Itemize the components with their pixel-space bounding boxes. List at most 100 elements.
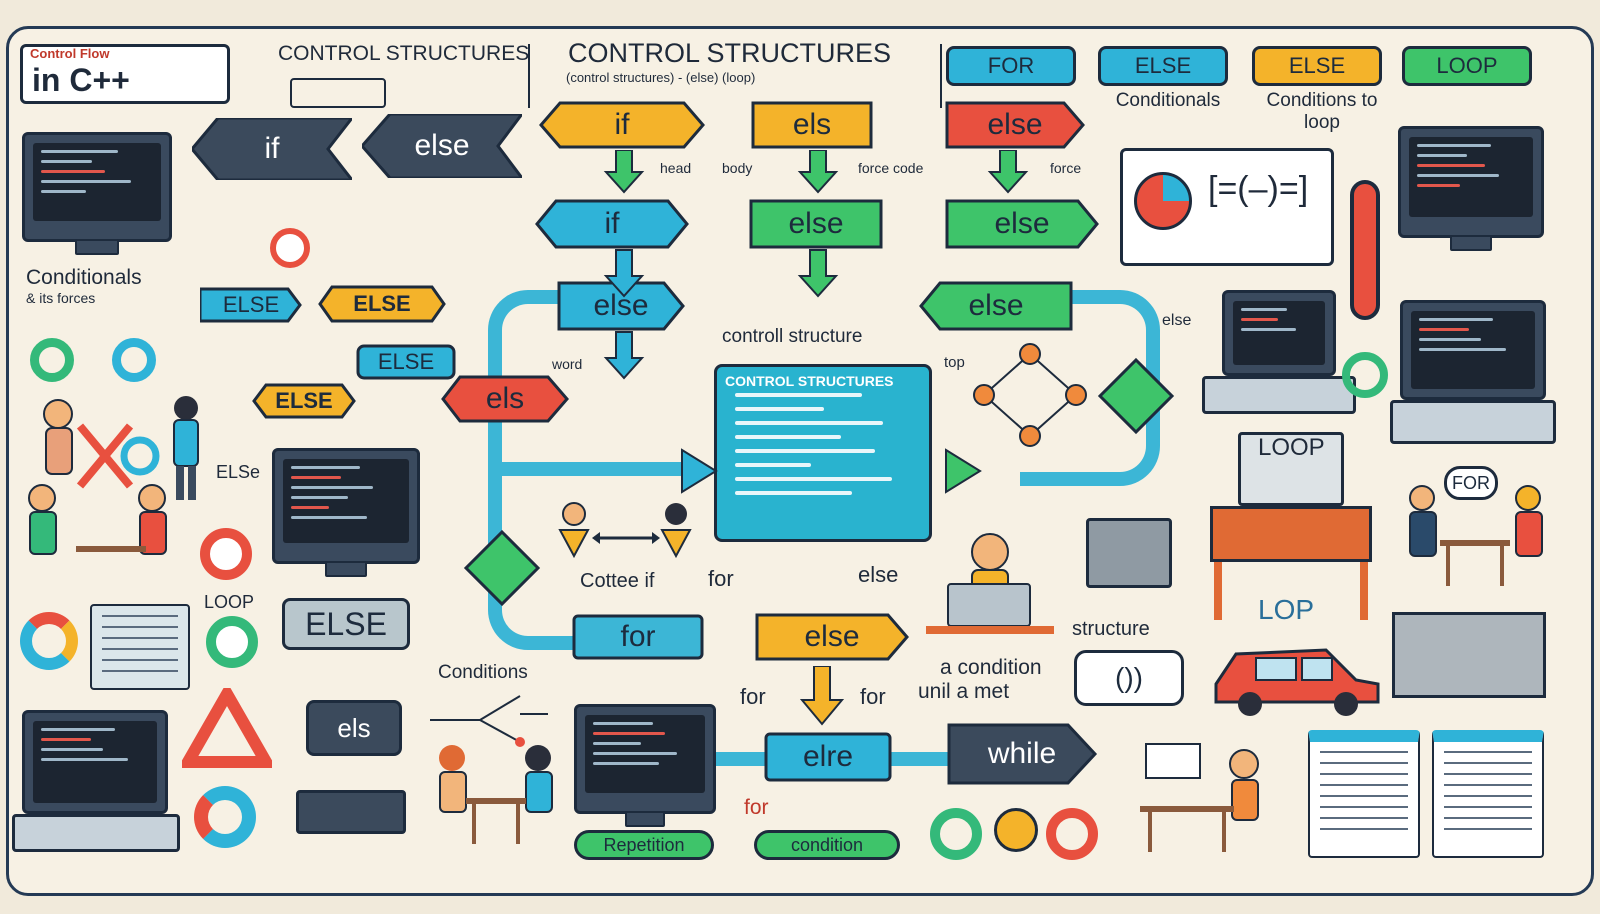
label-for-b: for (860, 684, 886, 709)
monitor-right-gray (1086, 518, 1172, 588)
legend-pill-4: LOOP (1402, 46, 1532, 86)
corner-title-box (20, 44, 230, 104)
window-card-1 (1308, 730, 1420, 858)
cycle-ring-icon (194, 786, 256, 848)
label-cottee-if: Cottee if (580, 570, 655, 592)
conditionals-sublabel: & its forces (26, 290, 96, 306)
tag-else-blue-2-label: ELSE (377, 349, 435, 374)
flow-r1-else: else (944, 100, 1086, 150)
laptop-left-bottom (22, 710, 168, 814)
tag-else-gray: ELSE (282, 598, 410, 650)
label-else-side: else (1162, 312, 1192, 329)
flow-down-arrows (603, 150, 1029, 380)
side-panel-right (1392, 612, 1546, 698)
label-top: top (944, 354, 965, 371)
label-conditions: Conditions (438, 662, 528, 683)
flow-r1-els-label: els (792, 108, 832, 141)
red-ring-left (200, 528, 252, 580)
flow-while: while (946, 722, 1098, 786)
title-left: CONTROL STRUCTURES (278, 42, 530, 65)
legend-caption-2: Conditionals (1115, 90, 1221, 111)
flow-els-red: els (440, 374, 570, 424)
conditionals-label: Conditionals (26, 266, 142, 289)
tag-else-yellow-2: ELSE (252, 382, 356, 420)
toggle-ring-1 (30, 338, 74, 382)
pill-repetition: Repetition (574, 830, 714, 860)
flow-note-3: force code (858, 160, 924, 176)
tag-else-yellow: ELSE (318, 284, 446, 324)
monitor-bottom-center (574, 704, 716, 827)
flow-r2-else: else (748, 198, 884, 250)
code-panel-title: CONTROL STRUCTURES (725, 373, 894, 389)
ring-bottom-1 (930, 808, 982, 860)
title-main-box (528, 44, 942, 108)
people-at-table (439, 745, 553, 844)
person-desk-right (1140, 743, 1259, 852)
face-bottom (994, 808, 1038, 852)
tag-else-blue: ELSE (200, 286, 302, 324)
tag-else-blue-2: ELSE (356, 344, 456, 380)
tag-else-yellow-label: ELSE (353, 291, 411, 316)
flow-note-1: head (660, 160, 692, 176)
flow-else-right: else (918, 280, 1074, 332)
flow-else-bottom-label: else (804, 620, 860, 653)
flow-else-left-label: else (593, 289, 649, 322)
flow-els-red-label: els (485, 382, 525, 415)
ring-loop-left (206, 616, 258, 668)
loop-desk (1210, 506, 1372, 562)
legend-pill-label-1: FOR (987, 53, 1035, 78)
label-word: word (552, 356, 583, 372)
flow-note-2: body (722, 160, 753, 176)
code-panel: CONTROL STRUCTURES (714, 364, 932, 542)
arrow-if-left: if (192, 118, 352, 180)
recycle-triangle-icon (182, 688, 272, 768)
dark-note-card (296, 790, 406, 834)
monitor-right-top (1398, 126, 1544, 251)
laptop-right-mid (1222, 290, 1336, 376)
decision-diamond-right (1097, 357, 1175, 435)
bubble-for: FOR (1444, 466, 1498, 500)
flow-else-left: else (556, 280, 686, 332)
right-arrow-mid-2 (945, 448, 982, 494)
flow-r1-if: if (538, 100, 706, 150)
laptop-left-keyboard (12, 814, 180, 852)
ring-bottom-2 (1046, 808, 1098, 860)
thermometer (1350, 180, 1380, 320)
two-people-exchange (558, 502, 692, 559)
legend-pill-1: FOR (946, 46, 1076, 86)
legend-pill-label-4: LOOP (1436, 53, 1498, 78)
people-illustration-left (28, 396, 199, 555)
arrow-else-left-label: else (414, 129, 470, 162)
pill-repetition-label: Repetition (603, 834, 685, 855)
decision-diamond-left (463, 529, 541, 607)
loop-panel (1238, 432, 1344, 506)
label-structure: structure (1072, 618, 1150, 640)
label-for-mid: for (708, 566, 734, 591)
pill-condition: condition (754, 830, 900, 860)
flow-else-right-label: else (968, 289, 1024, 322)
title-main: CONTROL STRUCTURES (568, 38, 892, 68)
loop-desk-leg-l (1214, 562, 1222, 620)
corner-title: Control Flow (30, 46, 110, 61)
flow-elre: elre (764, 732, 892, 782)
label-for-a: for (740, 684, 766, 709)
flow-for-pill: for (572, 614, 704, 660)
laptop-right-mid-keyboard (1202, 376, 1356, 414)
flow-pipe-mid (500, 462, 700, 476)
flow-r2-if-label: if (604, 207, 620, 240)
tag-else-yellow-2-label: ELSE (275, 388, 333, 413)
label-for-c: for (744, 796, 769, 819)
legend-pill-2: ELSE (1098, 46, 1228, 86)
formula-glyph: [=(–)=] (1208, 170, 1309, 208)
flow-r1-else-label: else (987, 108, 1043, 141)
car-icon (1214, 648, 1380, 716)
legend-caption-3: Conditions to loop (1266, 90, 1378, 133)
tag-else-gray-label: ELSE (305, 605, 387, 642)
window-card-2 (1432, 730, 1544, 858)
laptop-right-big (1400, 300, 1546, 400)
label-lop: LOP (1258, 594, 1315, 625)
pill-condition-label: condition (790, 834, 864, 855)
flow-elre-label: elre (802, 740, 854, 773)
label-else-small: ELSe (216, 462, 261, 482)
